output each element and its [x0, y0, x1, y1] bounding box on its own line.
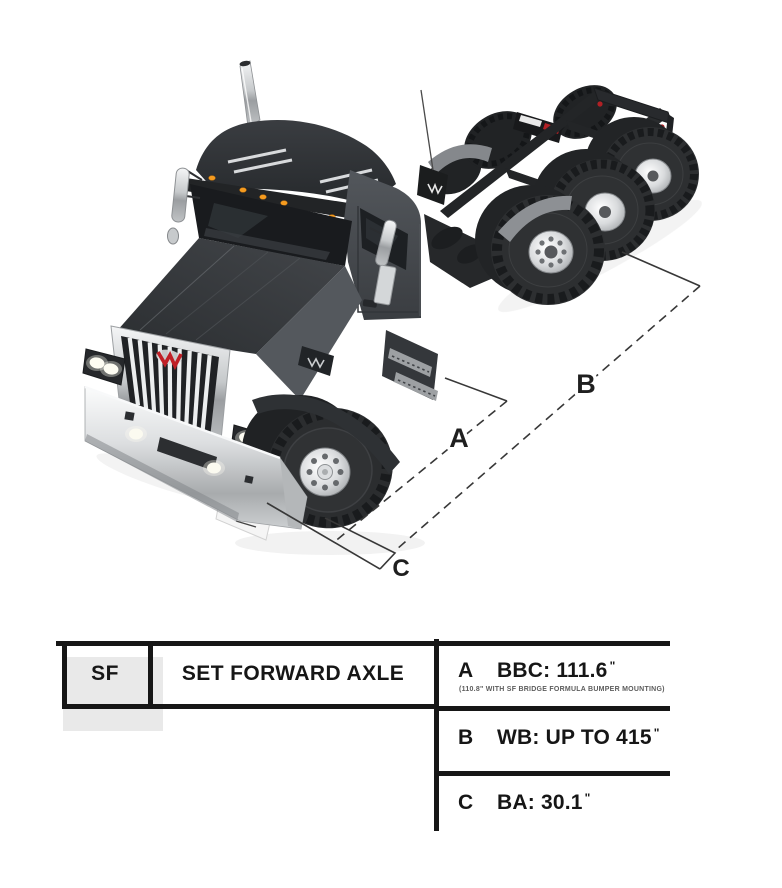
rear-wheels: [475, 117, 699, 305]
spec-value-bbc: BBC: 111.6": [497, 659, 616, 682]
inch-mark: ": [584, 791, 591, 805]
windshield: [190, 184, 352, 266]
dimension-lines: [266, 251, 701, 570]
model-name: SET FORWARD AXLE: [181, 662, 405, 685]
hood-air-vent: [298, 346, 334, 376]
spec-key-c: C: [458, 791, 474, 814]
spec-key-a: A: [458, 659, 474, 682]
model-code: SF: [91, 662, 119, 685]
spec-row-ba: C BA: 30.1": [458, 791, 591, 815]
fog-lights: [125, 426, 225, 476]
dim-label-a: A: [449, 423, 469, 453]
spec-value-wb: WB: UP TO 415": [497, 726, 660, 749]
roof-marker-lights: [208, 175, 336, 220]
spec-note-bbc: (110.8" WITH SF BRIDGE FORMULA BUMPER MO…: [459, 686, 665, 693]
dims-rule-2: [434, 771, 670, 776]
dimension-extension-bumper: [266, 502, 381, 570]
model-divider-rule: [148, 641, 153, 708]
dimension-line-b: [396, 285, 701, 550]
spec-key-b: B: [458, 726, 474, 749]
spec-value-ba: BA: 30.1": [497, 791, 591, 814]
door-handle: [362, 299, 378, 308]
dimension-extension-axle: [324, 517, 397, 570]
cab-steps: [382, 330, 438, 401]
dimension-extension-rear: [621, 251, 701, 287]
truck-illustration: A B C: [82, 60, 702, 582]
exhaust-stack: [239, 60, 261, 128]
dimension-line-a: [332, 400, 508, 544]
dims-rule-1: [434, 706, 670, 711]
spec-row-bbc: A BBC: 111.6": [458, 659, 615, 683]
spec-row-wb: B WB: UP TO 415": [458, 726, 660, 750]
headlight-left: [82, 348, 126, 386]
dim-label-b: B: [576, 369, 596, 399]
mirror-right: [369, 219, 397, 306]
model-bottom-rule: [62, 704, 437, 709]
table-left-rule: [62, 641, 67, 708]
inch-mark: ": [653, 726, 660, 740]
mirror-left: [167, 167, 203, 245]
bumper-step-slot: [157, 437, 217, 471]
model-code-highlight: [63, 657, 163, 731]
antenna: [420, 89, 434, 171]
front-fender: [252, 394, 400, 474]
dims-left-rule: [434, 639, 439, 831]
inch-mark: ": [609, 659, 616, 673]
grille: [110, 325, 231, 451]
dimension-extension-cab: [444, 377, 508, 402]
table-top-rule: [56, 641, 670, 646]
front-bumper: [84, 385, 308, 530]
dim-label-c: C: [392, 555, 409, 582]
taillight: [597, 101, 603, 107]
brand-badge: [156, 349, 183, 371]
